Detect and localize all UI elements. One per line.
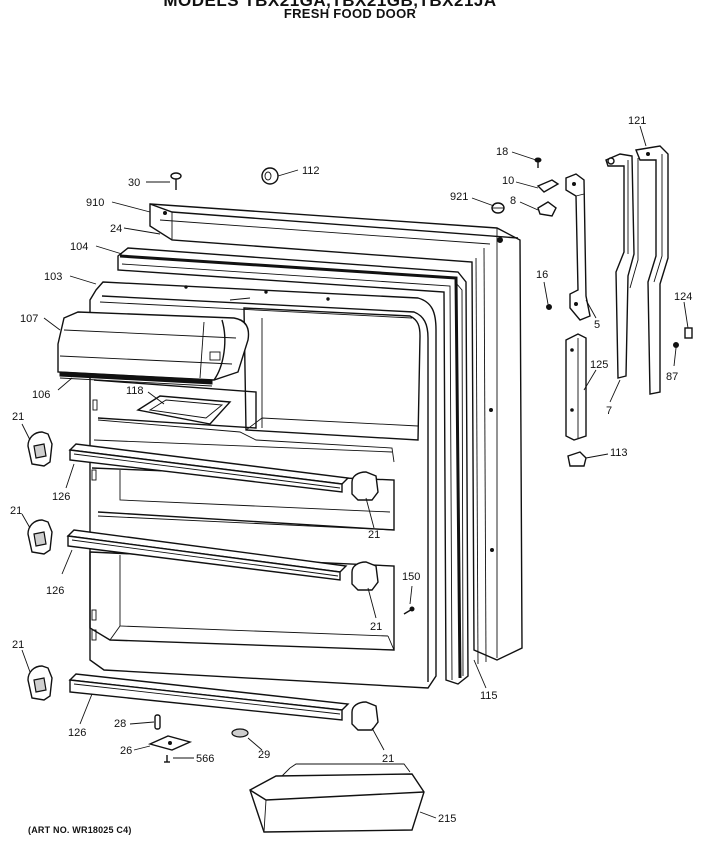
door-bin (249, 763, 425, 833)
screw-18 (534, 157, 542, 168)
page-title: MODELS TBX21GA,TBX21GB,TBX21JA (163, 0, 497, 10)
callout-7: 7 (606, 405, 612, 417)
shelf-bar-lower (68, 673, 350, 721)
screw-87 (673, 342, 679, 348)
channel-125 (565, 333, 587, 441)
callout-8: 8 (510, 195, 516, 207)
callout-112: 112 (302, 165, 320, 177)
shelf-end-cap-right-3 (351, 701, 379, 731)
callout-125: 125 (590, 359, 608, 371)
callout-921: 921 (450, 191, 468, 203)
callout-121: 121 (628, 115, 646, 127)
screw-30 (170, 172, 182, 190)
plug-112 (261, 167, 279, 185)
callout-150: 150 (402, 571, 420, 583)
callout-21-right-2: 21 (370, 621, 382, 633)
callout-16: 16 (536, 269, 548, 281)
shelf-end-cap-right-2 (351, 561, 379, 591)
callout-87: 87 (666, 371, 678, 383)
callout-104: 104 (70, 241, 88, 253)
door-gasket (117, 247, 469, 685)
hinge-bar-121 (629, 145, 669, 395)
callout-126-lower: 126 (68, 727, 86, 739)
screw-16 (546, 304, 552, 310)
outer-door-panel (149, 203, 523, 665)
callout-21-right-1: 21 (368, 529, 380, 541)
shelf-end-cap-left-3 (27, 665, 53, 701)
dairy-door-rail (59, 371, 213, 387)
hinge-bar-7 (605, 153, 635, 379)
callout-18: 18 (496, 146, 508, 158)
page-subtitle: FRESH FOOD DOOR (283, 6, 417, 21)
callout-leaders (21, 125, 689, 819)
callout-215: 215 (438, 813, 456, 825)
callout-115: 115 (480, 690, 498, 702)
callout-910: 910 (86, 197, 104, 209)
door-liner (89, 281, 437, 689)
callout-126-upper: 126 (52, 491, 70, 503)
callout-124: 124 (674, 291, 692, 303)
callout-566: 566 (196, 753, 214, 765)
stop-113 (567, 451, 587, 467)
pin-28 (154, 714, 161, 730)
callout-29: 29 (258, 749, 270, 761)
callout-10: 10 (502, 175, 514, 187)
art-number: (ART NO. WR18025 C4) (28, 825, 132, 835)
shelf-bar-middle (66, 529, 348, 581)
callout-24: 24 (110, 223, 122, 235)
callout-28: 28 (114, 718, 126, 730)
screw-124 (684, 327, 693, 339)
callout-21-left-2: 21 (10, 505, 22, 517)
plate-26 (147, 735, 193, 751)
callout-labels: 30 112 910 24 104 103 107 106 118 21 21 … (10, 115, 692, 825)
callout-113: 113 (610, 447, 628, 459)
screw-150 (403, 606, 415, 615)
shelf-end-cap-right-1 (351, 471, 379, 501)
bracket-8 (537, 201, 557, 217)
callout-103: 103 (44, 271, 62, 283)
shelf-end-cap-left-2 (27, 519, 53, 555)
callout-107: 107 (20, 313, 38, 325)
shelf-end-cap-left-1 (27, 431, 53, 467)
callout-30: 30 (128, 177, 140, 189)
callout-118: 118 (126, 385, 144, 397)
butter-tray (136, 395, 232, 425)
cap-921 (491, 202, 505, 214)
callout-126-middle: 126 (46, 585, 64, 597)
bracket-5 (565, 173, 591, 321)
callout-5: 5 (594, 319, 600, 331)
callout-21-right-3: 21 (382, 753, 394, 765)
callout-26: 26 (120, 745, 132, 757)
callout-21-left-3: 21 (12, 639, 24, 651)
cap-29 (231, 728, 249, 738)
dairy-door (57, 311, 250, 381)
shelf-bar-upper (68, 443, 350, 493)
callout-21-left-1: 21 (12, 411, 24, 423)
screw-566 (164, 755, 170, 763)
clip-10 (536, 179, 560, 193)
callout-106: 106 (32, 389, 50, 401)
